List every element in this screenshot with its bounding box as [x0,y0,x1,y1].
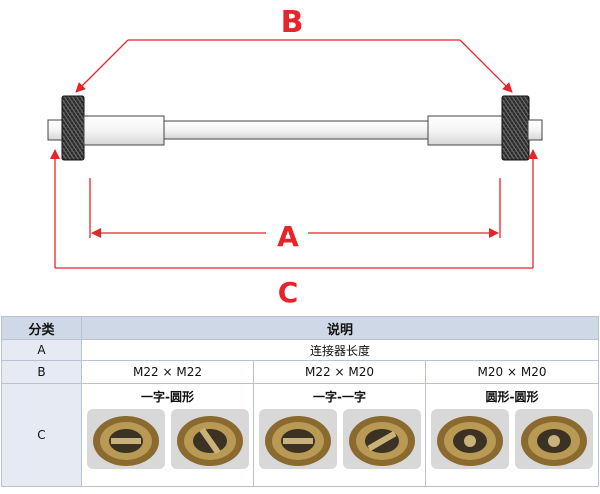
end-type-label: 圆形-圆形 [485,390,539,404]
left-knurled-nut [61,95,85,161]
header-description: 说明 [80,316,600,340]
table-row: A 连接器长度 [1,339,600,361]
end-type-label: 一字-一字 [313,390,366,404]
slotted-fitting-photo [86,409,165,469]
table-header: 分类 说明 [1,316,600,340]
slotted-fitting-photo [258,409,337,469]
end-type-label: 一字-圆形 [141,390,194,404]
right-ferrule [427,115,505,146]
cable [163,120,429,140]
header-category: 分类 [1,316,82,340]
label-b: B [281,5,304,40]
table-row: C 一字-圆形 一字-一字 [1,383,600,487]
row-key: C [1,383,82,487]
label-a: A [277,220,299,253]
right-end-stub [527,119,543,141]
row-key: A [1,339,82,361]
table-row: B M22 × M22 M22 × M20 M20 × M20 [1,360,600,384]
dimension-c [50,149,538,269]
dimension-a [89,178,501,238]
row-value: 连接器长度 [80,339,600,361]
round-fitting-photo [515,409,593,469]
thread-variant: M22 × M22 [81,360,254,384]
thread-variant: M22 × M20 [253,360,426,384]
end-type-cell: 一字-一字 [253,383,426,487]
thread-variant: M20 × M20 [424,360,600,384]
left-ferrule [83,115,165,146]
right-knurled-nut [501,95,530,161]
end-type-cell: 一字-圆形 [81,383,254,487]
slotted-fitting-photo [342,409,421,469]
slotted-fitting-photo [170,409,249,469]
label-c: C [278,276,299,309]
spec-table: 分类 说明 A 连接器长度 B M22 × M22 M22 × M20 M20 … [1,316,600,487]
round-fitting-photo [431,409,509,469]
dimension-b [75,39,513,93]
end-type-cell: 圆形-圆形 [424,383,600,487]
connector-diagram: B A C [47,5,543,309]
row-key: B [1,360,82,384]
connector-body [47,95,543,161]
